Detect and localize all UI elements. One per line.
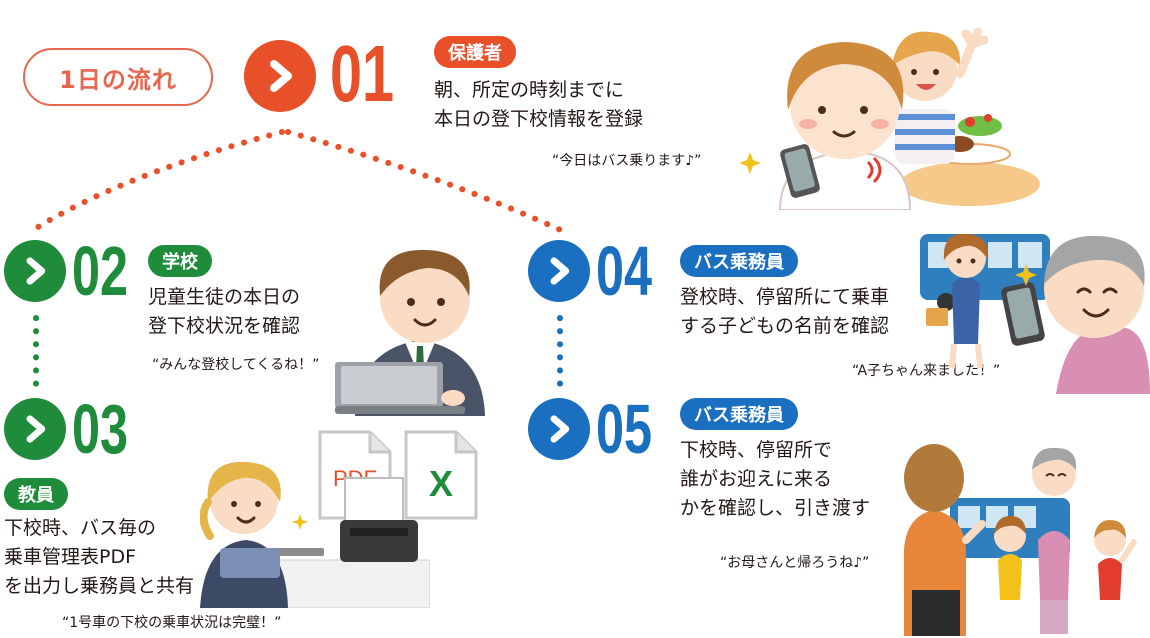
step-05-description: 下校時、停留所で 誰がお迎えに来る かを確認し、引き渡す	[680, 439, 871, 519]
pickup-illustration	[904, 444, 1137, 636]
step-02-quote: “みんな登校してくるね！”	[152, 357, 320, 373]
flow-title: 1日の流れ	[23, 48, 213, 106]
step-02-role-badge: 学校	[148, 245, 212, 277]
step-04-marker	[528, 240, 590, 302]
teacher-printer-illustration	[200, 461, 430, 608]
chevron-right-icon	[26, 257, 46, 285]
step-04-quote: “A子ちゃん来ました！”	[852, 363, 1001, 379]
connector-01-02	[27, 129, 285, 235]
chevron-right-icon	[550, 415, 570, 443]
step-05-quote: “お母さんと帰ろうね♪”	[720, 555, 870, 571]
step-03-description: 下校時、バス毎の 乗車管理表PDF を出力し乗務員と共有	[4, 517, 195, 597]
step-01-description: 朝、所定の時刻までに 本日の登下校情報を登録	[434, 79, 644, 130]
step-05-number: 05	[596, 390, 653, 468]
step-01-marker	[244, 40, 316, 112]
step-02-number: 02	[72, 232, 129, 310]
step-03-marker	[4, 398, 66, 460]
svg-text:X: X	[429, 463, 453, 504]
step-04-description: 登校時、停留所にて乗車 する子どもの名前を確認	[680, 286, 890, 337]
mother-child-illustration	[740, 27, 1040, 210]
chevron-right-icon	[270, 60, 292, 92]
step-03-role-badge: 教員	[4, 478, 68, 510]
step-04-number: 04	[596, 232, 653, 310]
step-02-marker	[4, 240, 66, 302]
step-01-quote: “今日はバス乗ります♪”	[552, 153, 702, 169]
step-03-quote: “1号車の下校の乗車状況は完璧！”	[62, 615, 282, 631]
step-01-role-badge: 保護者	[434, 36, 516, 68]
step-01-number: 01	[330, 29, 395, 118]
bus-driver-illustration	[920, 233, 1150, 394]
step-02-description: 児童生徒の本日の 登下校状況を確認	[148, 286, 301, 337]
step-04-role-badge: バス乗務員	[680, 245, 798, 277]
step-05-role-badge: バス乗務員	[680, 398, 798, 430]
teacher-laptop-illustration	[335, 249, 485, 416]
step-05-marker	[528, 398, 590, 460]
chevron-right-icon	[550, 257, 570, 285]
connector-01-04	[285, 129, 568, 235]
step-03-number: 03	[72, 390, 129, 468]
chevron-right-icon	[26, 415, 46, 443]
excel-document-icon: X	[404, 430, 478, 520]
